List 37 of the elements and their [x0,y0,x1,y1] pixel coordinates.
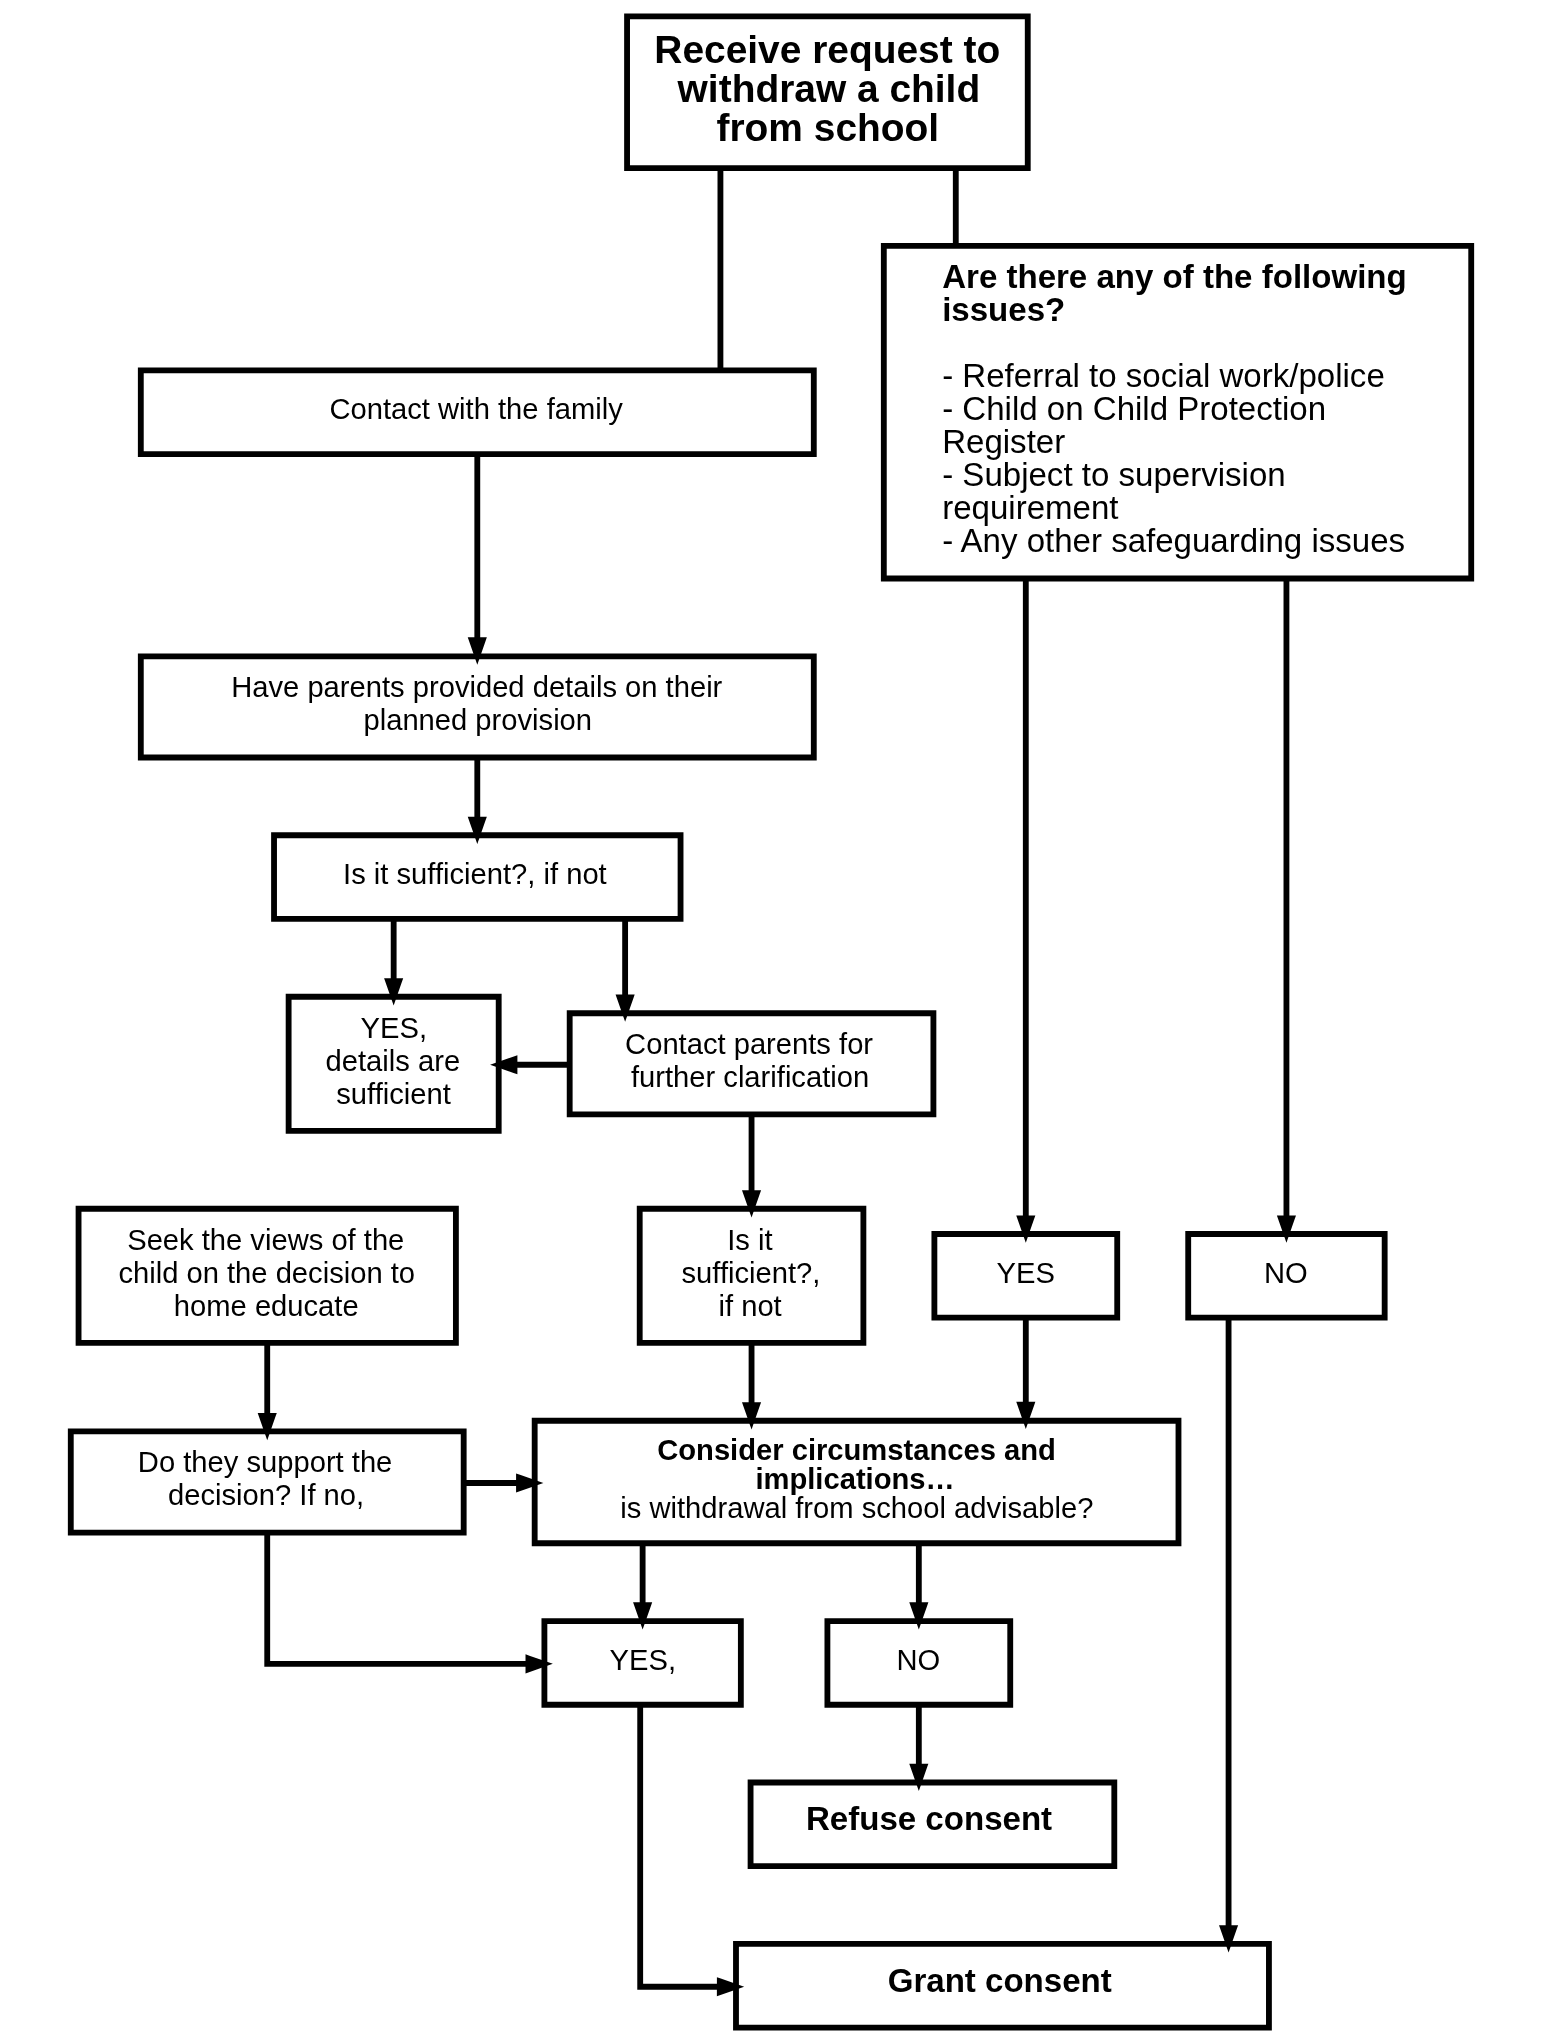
node-box: Consider circumstances and implications… is withdrawal from school advisable? [531,1417,1182,1547]
node-box: Refuse consent [747,1779,1118,1870]
node-box: Do they support the decision? If no, [67,1428,467,1536]
node-box: Are there any of the following issues? - Referral to social work/police - Child on Child Protection Register - Subject to supervision requirement - Any other safeguarding issues [880,243,1475,582]
arrow [909,1543,929,1630]
node-box: Contact parents for further clarification [566,1010,937,1118]
arrow [1016,1318,1036,1430]
node-box: Contact with the family [137,367,817,457]
node-box: YES, [541,1618,744,1708]
node-box: YES [931,1231,1121,1321]
arrow [384,919,404,1006]
node-box: Is it sufficient?, if not [636,1205,867,1346]
connector [717,168,724,370]
connector [952,168,959,246]
arrow [1219,1318,1239,1953]
node-box: NO [1185,1231,1388,1321]
node-box: Have parents provided details on their planned provision [137,653,817,761]
arrow [467,454,487,665]
arrow [490,1055,570,1075]
node-box: Is it sufficient?, if not [271,832,684,922]
node-box: NO [824,1618,1014,1708]
node-box: Grant consent [733,1941,1272,2031]
arrow [637,1705,745,1997]
arrow [257,1343,277,1441]
arrow [467,757,487,845]
arrow [633,1543,653,1630]
arrow [1016,578,1036,1243]
node-box: YES, details are sufficient [285,993,502,1134]
arrow [909,1705,929,1792]
arrow [742,1114,762,1218]
node-box: Receive request to withdraw a child from school [624,13,1031,172]
node-box: Seek the views of the child on the decision to home educate [75,1205,459,1346]
arrow [264,1532,553,1674]
arrow [615,919,635,1022]
arrow [742,1343,762,1430]
arrow [1276,578,1296,1243]
arrow [464,1473,544,1493]
